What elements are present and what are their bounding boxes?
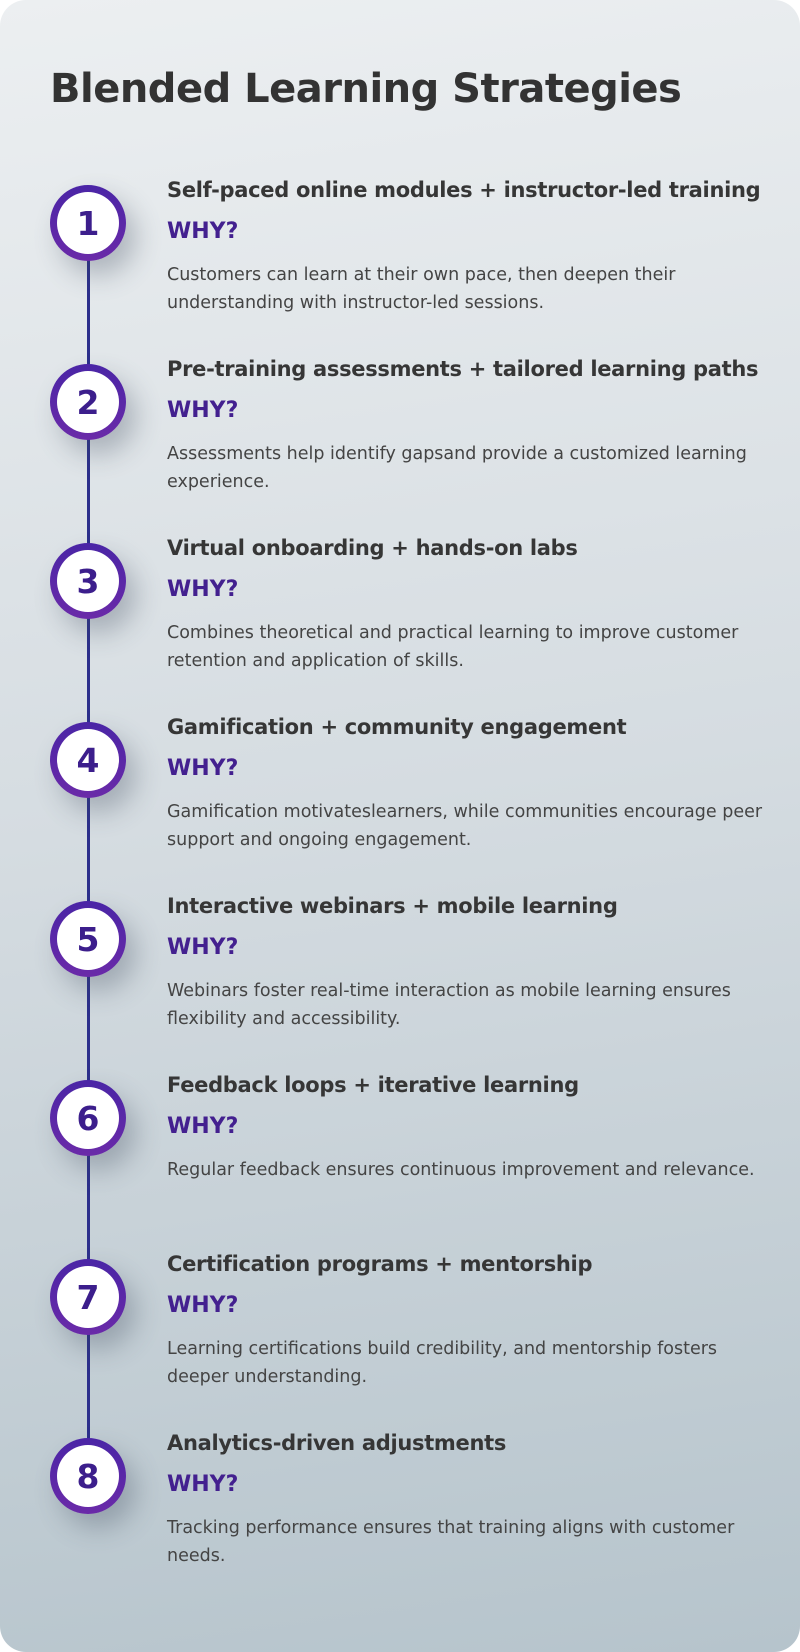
why-label: WHY? — [167, 219, 239, 244]
step-number-badge: 3 — [50, 543, 126, 619]
step-number: 3 — [57, 550, 119, 612]
why-label: WHY? — [167, 935, 239, 960]
step-description: Combines theoretical and practical learn… — [167, 623, 739, 671]
step-number: 2 — [57, 371, 119, 433]
step-title: Analytics-driven adjustments — [167, 1431, 507, 1455]
step-title: Feedback loops + iterative learning — [167, 1073, 579, 1097]
step-title: Gamification + community engagement — [167, 715, 627, 739]
step-description: Regular feedback ensures continuous impr… — [167, 1160, 755, 1180]
strategy-step-1: 1 Self-paced online modules + instructor… — [0, 176, 800, 346]
step-number: 1 — [57, 192, 119, 254]
timeline-line — [87, 226, 90, 1476]
step-number-badge: 2 — [50, 364, 126, 440]
strategy-step-6: 6 Feedback loops + iterative learning WH… — [0, 1071, 800, 1241]
step-number: 5 — [57, 908, 119, 970]
strategy-step-7: 7 Certification programs + mentorship WH… — [0, 1250, 800, 1420]
page-title: Blended Learning Strategies — [50, 66, 682, 112]
step-number: 4 — [57, 729, 119, 791]
step-number-badge: 4 — [50, 722, 126, 798]
step-number: 8 — [57, 1445, 119, 1507]
strategy-step-3: 3 Virtual onboarding + hands-on labs WHY… — [0, 534, 800, 704]
step-number-badge: 8 — [50, 1438, 126, 1514]
step-description: Gamification motivateslearners, while co… — [167, 802, 763, 850]
step-number-badge: 6 — [50, 1080, 126, 1156]
step-title: Certification programs + mentorship — [167, 1252, 593, 1276]
why-label: WHY? — [167, 577, 239, 602]
strategy-step-2: 2 Pre-training assessments + tailored le… — [0, 355, 800, 525]
strategy-step-8: 8 Analytics-driven adjustments WHY? Trac… — [0, 1429, 800, 1599]
why-label: WHY? — [167, 1114, 239, 1139]
step-title: Virtual onboarding + hands-on labs — [167, 536, 578, 560]
step-number: 7 — [57, 1266, 119, 1328]
step-title: Pre-training assessments + tailored lear… — [167, 357, 759, 381]
step-number-badge: 5 — [50, 901, 126, 977]
why-label: WHY? — [167, 1293, 239, 1318]
step-description: Learning certifications build credibilit… — [167, 1339, 718, 1387]
step-title: Self-paced online modules + instructor-l… — [167, 178, 761, 202]
why-label: WHY? — [167, 756, 239, 781]
step-title: Interactive webinars + mobile learning — [167, 894, 618, 918]
why-label: WHY? — [167, 398, 239, 423]
step-description: Tracking performance ensures that traini… — [167, 1518, 735, 1566]
step-number-badge: 7 — [50, 1259, 126, 1335]
strategy-step-5: 5 Interactive webinars + mobile learning… — [0, 892, 800, 1062]
step-description: Customers can learn at their own pace, t… — [167, 265, 676, 313]
strategy-step-4: 4 Gamification + community engagement WH… — [0, 713, 800, 883]
step-description: Assessments help identify gapsand provid… — [167, 444, 747, 492]
step-number-badge: 1 — [50, 185, 126, 261]
step-number: 6 — [57, 1087, 119, 1149]
step-description: Webinars foster real-time interaction as… — [167, 981, 731, 1029]
why-label: WHY? — [167, 1472, 239, 1497]
